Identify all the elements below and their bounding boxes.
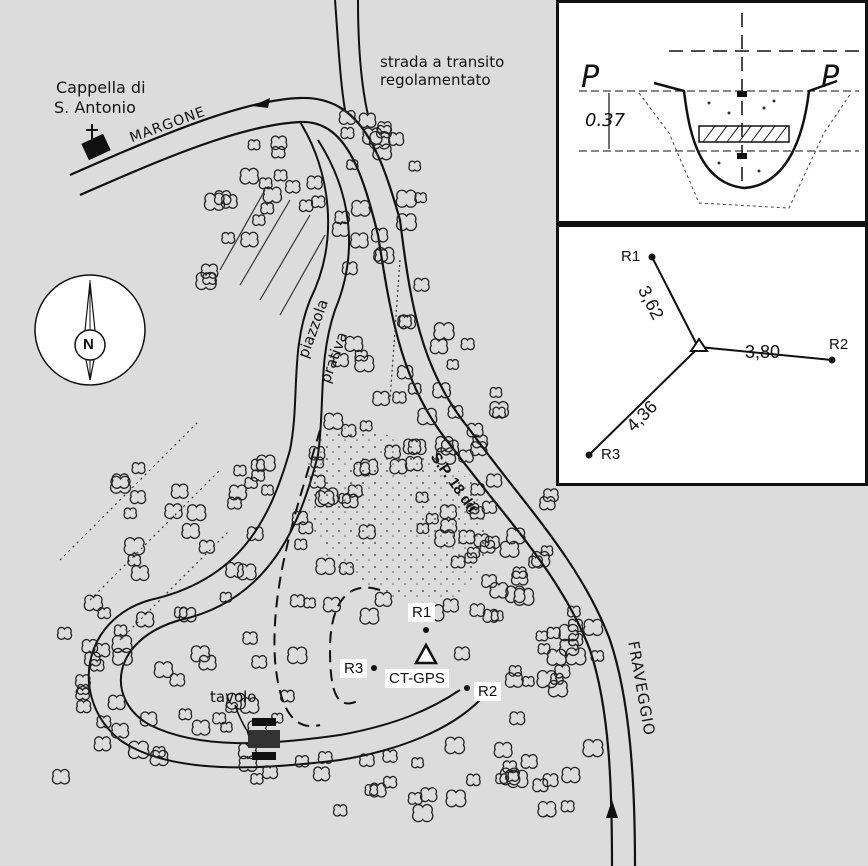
- chapel-label-2: S. Antonio: [54, 98, 136, 117]
- chapel-symbol: [81, 124, 111, 161]
- dashed-track: [273, 429, 381, 728]
- road-arrows: [252, 98, 618, 818]
- map-label-station: CT-GPS: [385, 669, 449, 688]
- main-road: [69, 96, 637, 866]
- map-label-r3: R3: [340, 659, 368, 678]
- chapel-label-1: Cappella di: [56, 78, 146, 97]
- station-triangle: [413, 642, 439, 665]
- ref-point-r1: [648, 253, 656, 261]
- section-depth-label: 0.37: [585, 110, 626, 131]
- regulated-road-label-1: strada a transito: [380, 53, 505, 71]
- reference-diagram: [585, 253, 836, 459]
- regulated-road-label-2: regolamentato: [380, 71, 491, 89]
- compass: [34, 274, 146, 386]
- ref-point-r2: [828, 356, 836, 364]
- survey-points: [371, 627, 470, 691]
- map-point-r2: [464, 685, 470, 691]
- section-marker-right: P: [821, 60, 840, 95]
- dense-woods: [306, 427, 488, 603]
- ref-label-r3: R3: [601, 446, 621, 463]
- compass-letter: N: [83, 336, 94, 353]
- ref-label-r2: R2: [829, 336, 849, 353]
- ref-point-r3: [585, 451, 593, 459]
- ref-label-r1: R1: [621, 248, 641, 265]
- reference-distances-panel: R1 R2 R3 3,62 3,80 4,36: [556, 224, 868, 486]
- meadow-hatching: [59, 189, 401, 641]
- map-label-r1: R1: [408, 603, 436, 622]
- ref-station-triangle: [689, 337, 709, 352]
- map-point-r3: [371, 665, 377, 671]
- cross-section-drawing: [579, 13, 859, 209]
- tavolo-label: tavolo: [210, 688, 257, 706]
- cross-section-panel: P P 0.37: [556, 0, 868, 224]
- map-point-r1: [423, 627, 429, 633]
- regulated-road: [334, 0, 369, 116]
- map-label-r2: R2: [474, 682, 502, 701]
- section-marker-left: P: [581, 60, 600, 95]
- distance-r2: 3,80: [745, 342, 781, 362]
- table-symbol: [234, 704, 280, 760]
